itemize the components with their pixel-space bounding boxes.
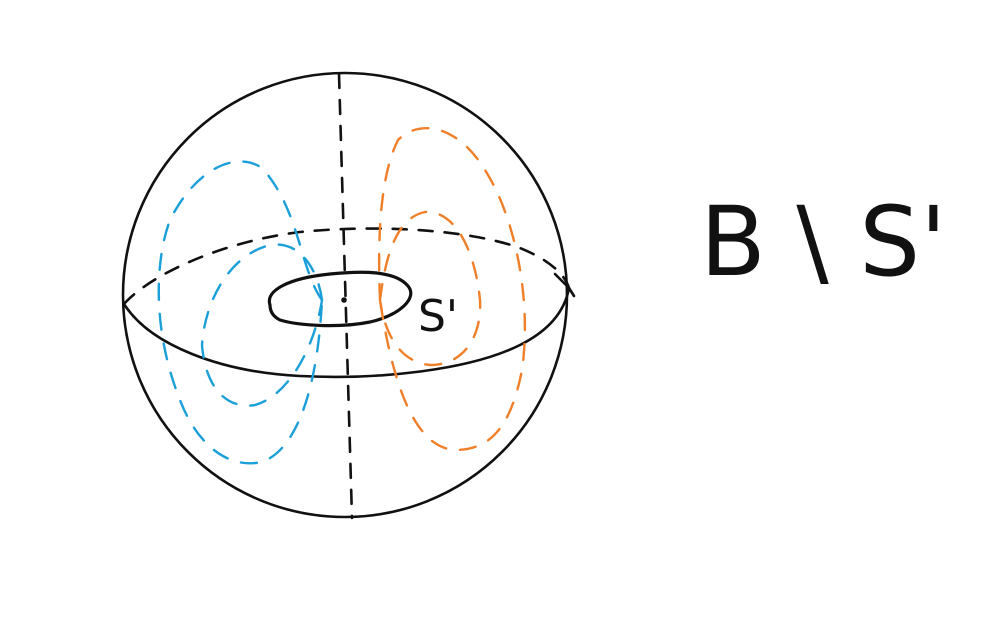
orange-field-line — [377, 126, 527, 452]
equator-front — [122, 286, 571, 379]
orange-field-line — [378, 210, 482, 367]
circle-label: S' — [418, 291, 458, 342]
left-field-lines — [157, 160, 324, 465]
right-field-lines — [377, 126, 527, 452]
blue-field-line — [157, 160, 324, 465]
equator-back — [122, 227, 571, 306]
set-label: B \ S' — [700, 186, 947, 298]
center-dot — [341, 297, 347, 303]
equator-tick — [553, 272, 576, 298]
vertical-axis — [337, 72, 354, 520]
blue-field-line — [200, 243, 324, 407]
circle-s-prime — [267, 270, 413, 328]
